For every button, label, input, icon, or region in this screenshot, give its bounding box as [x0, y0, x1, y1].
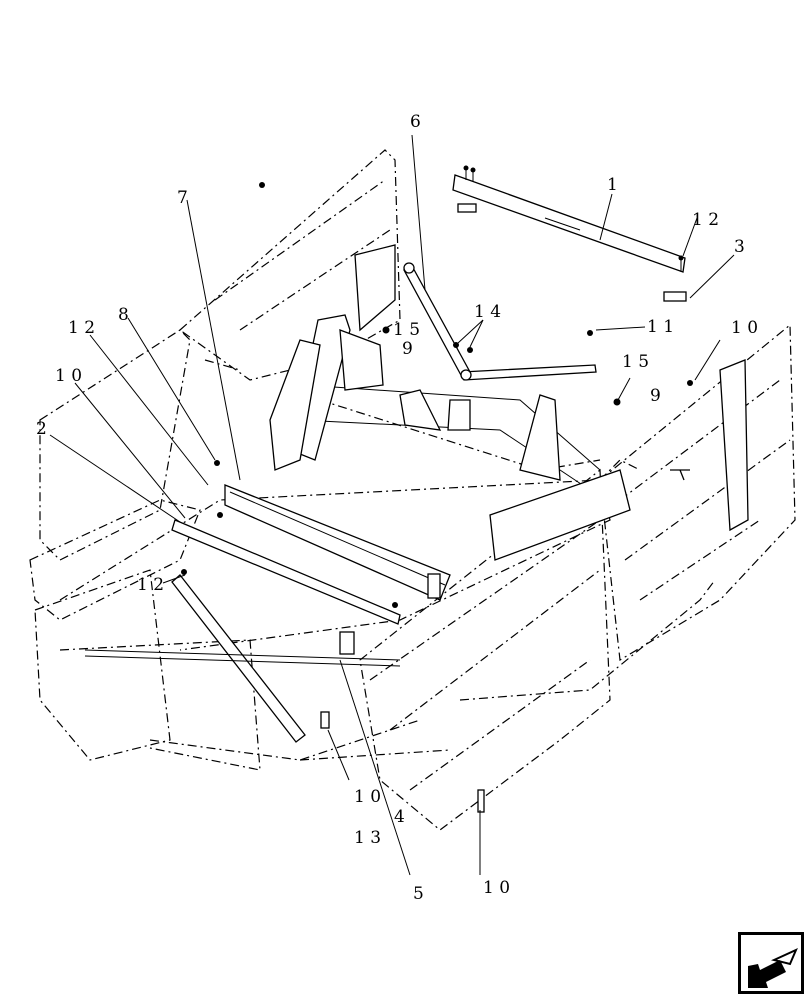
- callout-14b: 4: [394, 807, 405, 827]
- callout-5: 5: [413, 884, 424, 904]
- previous-page-arrow-icon[interactable]: [738, 932, 804, 994]
- callout-13: 1 3: [354, 828, 381, 848]
- callout-12b: 1 2: [692, 210, 719, 230]
- callout-10a: 1 0: [55, 366, 82, 386]
- part-6-linkage-rods: [382, 262, 621, 406]
- side-bracket-right: [399, 359, 749, 561]
- callout-10c: 1 0: [354, 787, 381, 807]
- callout-9b: 9: [650, 386, 661, 406]
- part-7-channel: [224, 484, 451, 601]
- callout-7: 7: [177, 188, 188, 208]
- callout-8: 8: [118, 305, 129, 325]
- part-12-brace: [171, 569, 306, 743]
- callout-2: 2: [36, 419, 47, 439]
- callout-15b: 1 5: [622, 352, 649, 372]
- part-2-rail: [171, 519, 401, 625]
- leader-lines: [49, 134, 735, 876]
- callout-3: 3: [734, 237, 745, 257]
- callout-11: 1 1: [647, 317, 674, 337]
- callout-6: 6: [410, 112, 421, 132]
- part-1-bracket-bar: [452, 165, 687, 302]
- callout-15a: 1 5: [393, 320, 420, 340]
- callout-10b: 1 0: [731, 318, 758, 338]
- bolts-small-hardware: [214, 182, 693, 813]
- callout-12a: 1 2: [68, 318, 95, 338]
- chassis-frame: [29, 149, 796, 831]
- callout-12c: 1 2: [137, 575, 164, 595]
- callout-10d: 1 0: [483, 878, 510, 898]
- callout-9a: 9: [402, 339, 413, 359]
- part-5-rod: [84, 631, 401, 667]
- callouts: 1 2 3 5 6 7 8 9 9 1 0 1 0 1 0 1 0 1 1 1 …: [36, 112, 758, 904]
- callout-1: 1: [607, 175, 618, 195]
- callout-14a: 1 4: [474, 302, 501, 322]
- side-bracket-left: [269, 244, 396, 471]
